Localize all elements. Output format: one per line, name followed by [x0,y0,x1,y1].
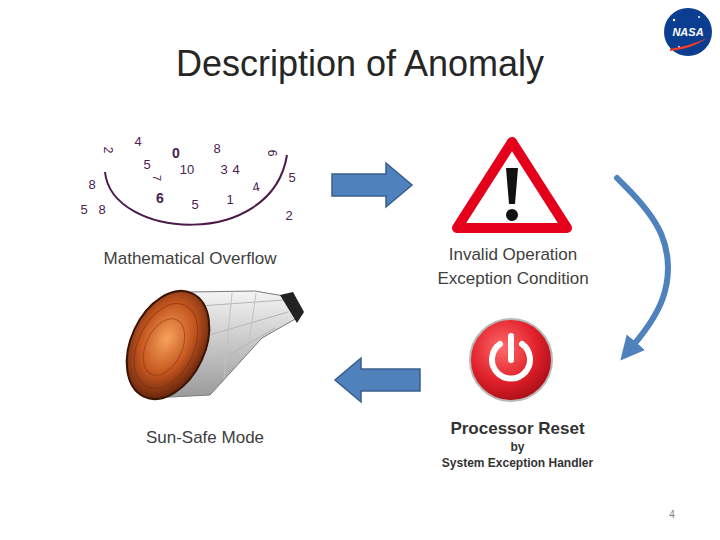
logo-swoosh [670,38,707,51]
flow-arrow [335,358,420,402]
power-symbol-bar [508,336,514,360]
capsule-nose [280,292,304,323]
capsule-panel-line [210,328,275,366]
overflow-arc [105,155,287,225]
page-number: 4 [669,510,675,520]
overflow-digit: 6 [266,150,278,157]
capsule-panel-line [248,293,256,350]
power-button [470,319,552,401]
reset-step: Processor ResetbySystem Exception Handle… [430,315,605,471]
overflow-digit: 4 [232,163,239,176]
overflow-digit: 2 [102,147,114,154]
overflow-digit: 0 [172,146,180,160]
overflow-digit: 4 [134,135,141,148]
capsule-panel-line [206,312,288,336]
overflow-digit: 7 [151,175,162,181]
capsule-panel-line [200,300,284,306]
overflow-digit: 5 [288,171,295,184]
logo-text: NASA [672,27,703,38]
safe-mode-step: Sun-Safe Mode [105,285,305,449]
overflow-digit: 2 [285,209,292,222]
overflow-digit: 5 [143,158,150,171]
flow-arrow [332,163,412,207]
flow-arrow [617,178,668,355]
overflow-digit: 8 [98,203,105,216]
overflow-digit: 10 [180,163,194,176]
step-caption: System Exception Handler [442,455,593,471]
slide-title: Description of Anomaly [0,42,720,86]
overflow-digit: 3 [220,163,227,176]
step-caption: Mathematical Overflow [104,248,277,270]
heat-shield-ring [122,293,211,398]
logo-star [673,19,675,21]
step-caption: Processor Reset [450,419,584,439]
exclamation-dot [506,209,518,221]
exception-step: Invalid Operation Exception Condition [418,132,608,291]
warning-triangle [457,142,567,228]
overflow-digit: 4 [251,180,260,194]
overflow-digit: 8 [88,178,95,191]
heat-shield [110,278,225,413]
overflow-digit: 5 [80,203,87,216]
heat-shield-ring [135,312,193,382]
step-caption: Sun-Safe Mode [146,427,264,449]
capsule-panel-line [224,293,232,378]
step-caption: Invalid Operation Exception Condition [427,243,599,291]
overflow-digit: 1 [226,193,233,206]
exclamation-bar [506,168,518,204]
overflow-digit: 6 [156,191,164,205]
overflow-digit: 5 [191,198,198,211]
step-caption: by [510,439,524,455]
logo-disc [664,8,712,56]
logo-star [698,16,700,18]
overflow-digit: 8 [213,142,220,155]
